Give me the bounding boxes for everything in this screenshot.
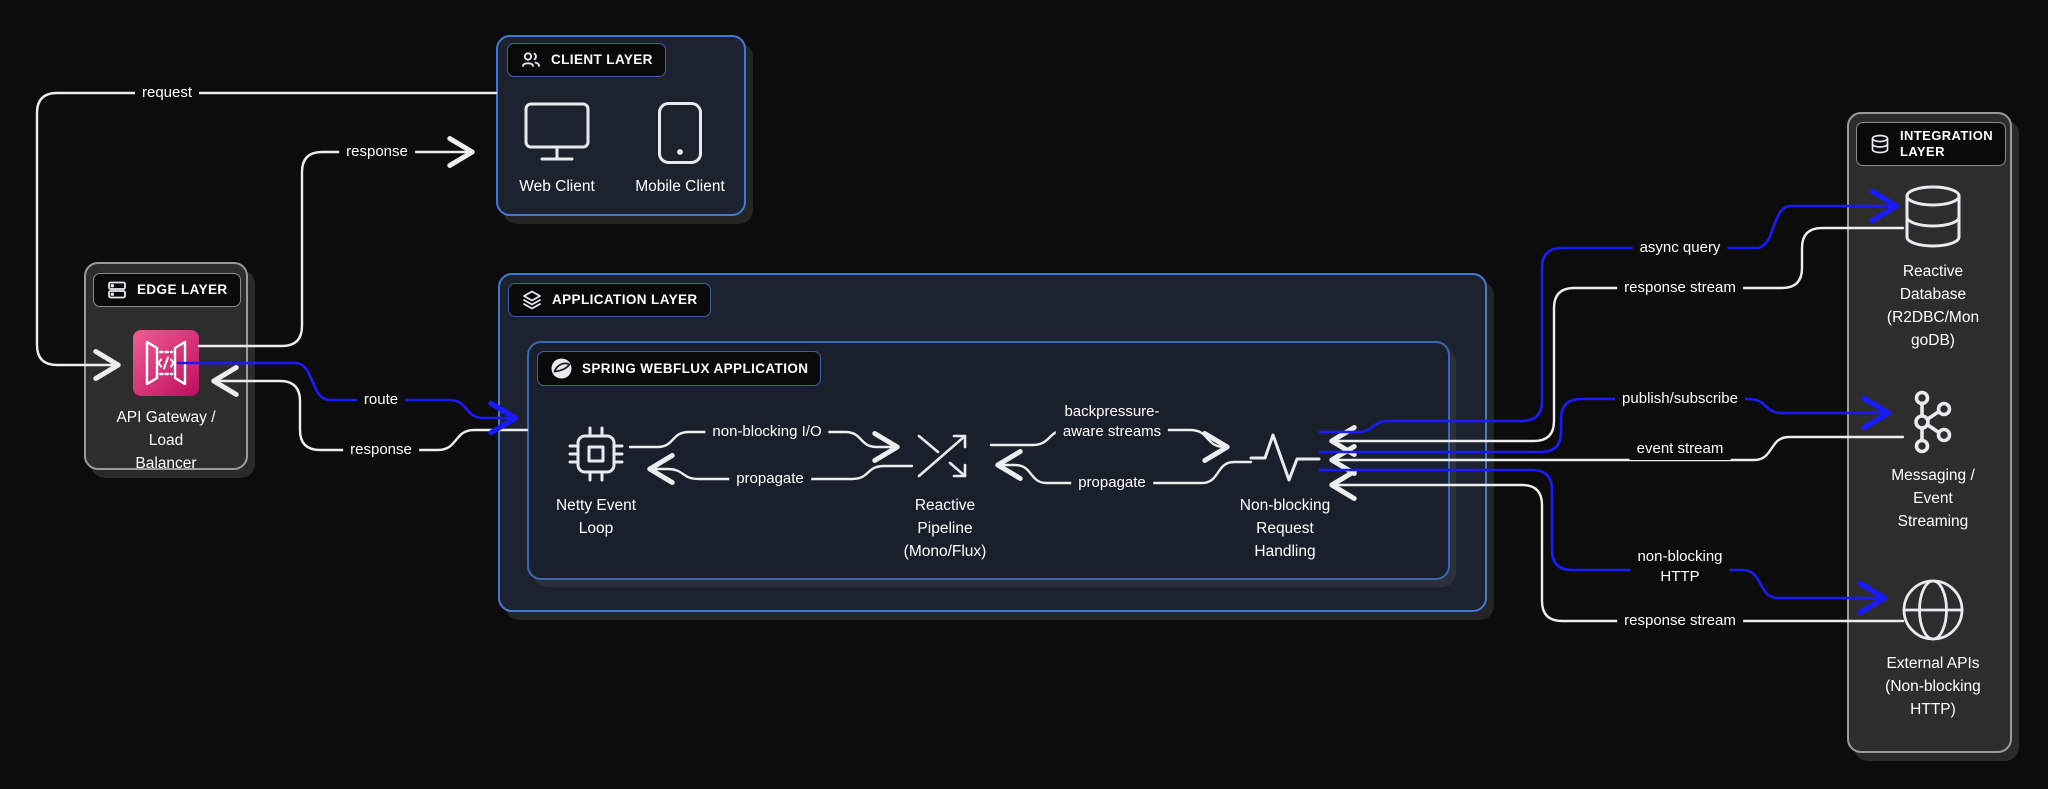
edge-label-propagate-pipeline: propagate [1071, 472, 1153, 494]
node-reactive-database: Reactive Database (R2DBC/Mon goDB) [1858, 184, 2008, 352]
shuffle-icon [917, 434, 967, 478]
node-request-handler: Non-blocking Request Handling [1210, 428, 1360, 563]
spring-icon [551, 358, 572, 379]
edge-label-request: request [134, 82, 200, 104]
netty-label: Netty Event [555, 497, 637, 514]
globe-icon [1902, 579, 1964, 641]
node-netty-event-loop: Netty Event Loop [521, 424, 671, 540]
edge-label-propagate-netty: propagate [729, 468, 811, 490]
api-gateway-icon [133, 330, 199, 396]
edge-label-response-to-gateway: response [343, 439, 419, 461]
gateway-label: API Gateway / [116, 409, 216, 426]
cpu-icon [568, 426, 624, 482]
edge-label-event-stream: event stream [1629, 438, 1731, 460]
edge-label-publish-subscribe: publish/subscribe [1615, 388, 1745, 410]
activity-icon [1249, 433, 1321, 482]
node-reactive-pipeline: Reactive Pipeline (Mono/Flux) [870, 426, 1020, 563]
client-layer-chip: CLIENT LAYER [507, 43, 666, 77]
web-client-label: Web Client [519, 178, 595, 195]
pipeline-label: Reactive [914, 497, 976, 514]
kafka-icon [1914, 390, 1952, 454]
integration-layer-title: INTEGRATION LAYER [1900, 128, 1993, 159]
application-layer-chip: APPLICATION LAYER [508, 283, 711, 317]
node-api-gateway: API Gateway / Load Balancer [91, 330, 241, 475]
database-icon [1871, 134, 1889, 154]
users-icon [522, 52, 540, 67]
node-mobile-client: Mobile Client [605, 101, 755, 198]
edge-label-backpressure: backpressure- aware streams [1055, 401, 1169, 443]
monitor-icon [524, 102, 590, 161]
database-icon [1905, 185, 1961, 248]
edge-label-response-to-client: response [339, 141, 415, 163]
edge-layer-title: EDGE LAYER [137, 282, 228, 297]
node-web-client: Web Client [482, 101, 632, 198]
edge-label-non-blocking-http: non-blocking HTTP [1630, 546, 1730, 588]
servers-icon [108, 281, 126, 299]
spring-webflux-title: SPRING WEBFLUX APPLICATION [582, 360, 809, 376]
integration-layer-chip: INTEGRATION LAYER [1856, 122, 2006, 166]
edge-label-route: route [356, 389, 406, 411]
smartphone-icon [658, 102, 702, 164]
layers-icon [523, 290, 541, 310]
edge-layer-chip: EDGE LAYER [93, 273, 241, 307]
spring-webflux-chip: SPRING WEBFLUX APPLICATION [537, 351, 822, 386]
mobile-client-label: Mobile Client [635, 178, 725, 195]
edge-label-db-response-stream: response stream [1617, 277, 1743, 299]
external-apis-label: External APIs [1886, 655, 1980, 672]
node-messaging: Messaging / Event Streaming [1858, 390, 2008, 533]
application-layer-title: APPLICATION LAYER [552, 292, 698, 307]
client-layer-title: CLIENT LAYER [551, 52, 653, 67]
handler-label: Non-blocking [1239, 497, 1331, 514]
messaging-label: Messaging / [1891, 467, 1975, 484]
edge-label-non-blocking-io: non-blocking I/O [705, 421, 829, 443]
database-label: Reactive [1902, 263, 1964, 280]
edge-label-api-response-stream: response stream [1617, 610, 1743, 632]
node-external-apis: External APIs (Non-blocking HTTP) [1858, 578, 2008, 721]
edge-label-async-query: async query [1632, 237, 1728, 259]
